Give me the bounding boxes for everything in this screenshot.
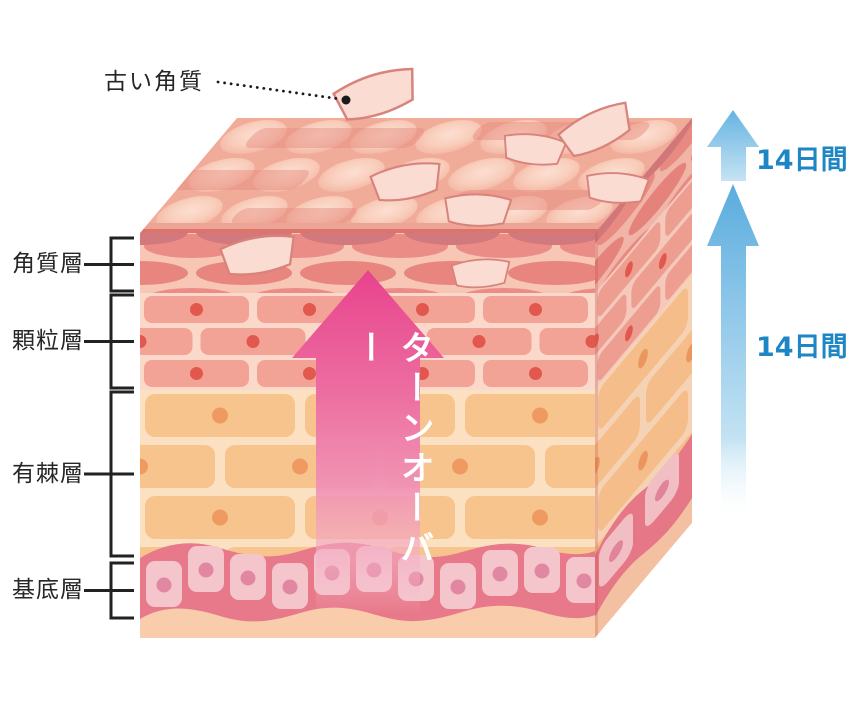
skin-side-face (595, 117, 692, 638)
layer-label-corneum: 角質層 (12, 251, 84, 277)
old-keratin-label: 古い角質 (104, 69, 204, 95)
duration-label-top: 14日間 (756, 145, 848, 176)
turnover-arrow (292, 270, 444, 612)
layer-corneum-front (140, 233, 595, 293)
old-keratin-flake (330, 65, 422, 125)
duration-label-bottom: 14日間 (756, 332, 848, 363)
bracket-spinous (84, 390, 134, 558)
duration-arrow-long (707, 184, 759, 523)
layer-label-basal: 基底層 (12, 577, 84, 603)
bracket-granular (84, 293, 134, 390)
duration-arrow-short (707, 110, 759, 181)
layer-label-granular: 顆粒層 (12, 328, 84, 354)
leader-end-dot (341, 95, 351, 105)
turnover-arrow-label: ターンオーバー (348, 330, 434, 570)
bracket-corneum (84, 236, 134, 293)
layer-brackets (84, 236, 134, 620)
bracket-basal (84, 561, 134, 620)
layer-label-spinous: 有棘層 (12, 461, 84, 487)
callout-leader-line (216, 80, 351, 105)
